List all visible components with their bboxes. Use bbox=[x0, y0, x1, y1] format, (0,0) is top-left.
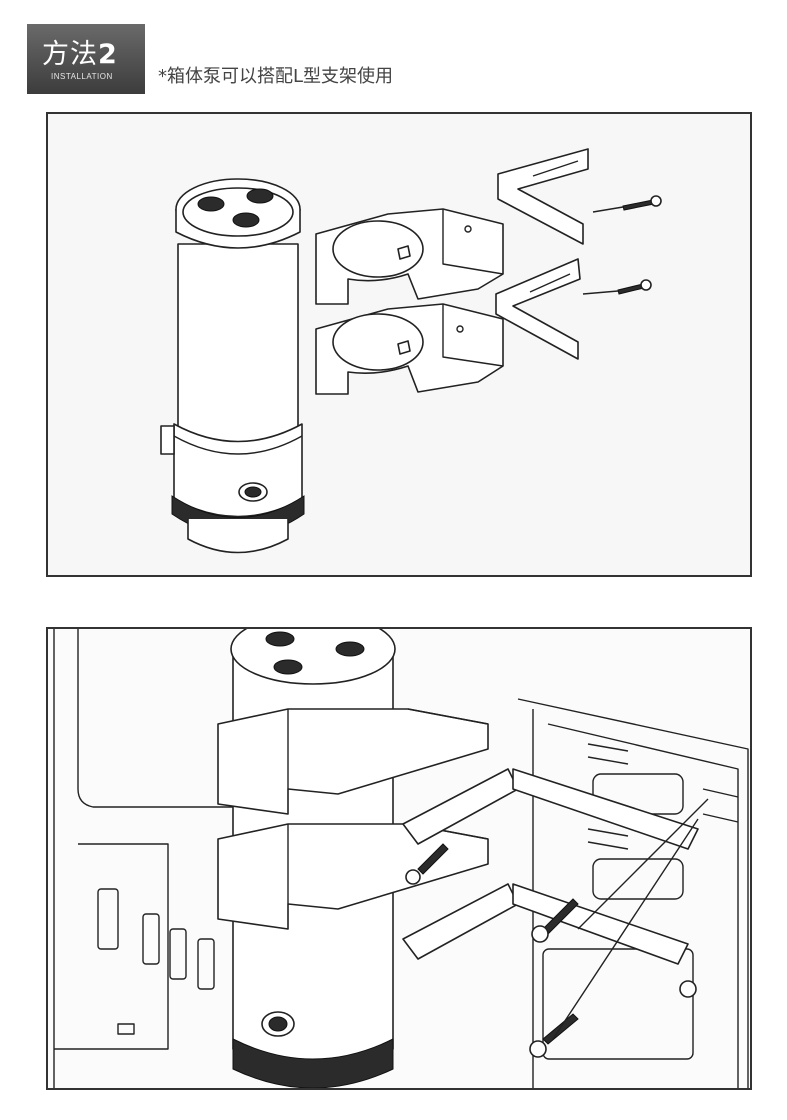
installed-diagram-panel bbox=[46, 627, 752, 1090]
installed-screws-illustration bbox=[405, 798, 709, 1058]
section-caption: *箱体泵可以搭配L型支架使用 bbox=[158, 66, 394, 87]
pump-reservoir-illustration bbox=[160, 178, 305, 554]
l-bracket-illustration bbox=[495, 148, 589, 360]
section-badge: 方法2 INSTALLATION bbox=[27, 24, 145, 94]
section-title: 方法2 bbox=[42, 32, 118, 71]
exploded-diagram bbox=[160, 148, 662, 554]
upper-clamp-illustration bbox=[315, 208, 504, 305]
installed-clamps-illustration bbox=[217, 708, 489, 930]
exploded-diagram-panel bbox=[46, 112, 752, 577]
section-subtitle: INSTALLATION bbox=[51, 72, 113, 81]
section-number: 2 bbox=[98, 39, 118, 70]
screw-illustration bbox=[582, 195, 662, 295]
section-title-text: 方法 bbox=[42, 39, 98, 70]
lower-clamp-illustration bbox=[315, 303, 504, 395]
installed-diagram bbox=[53, 629, 749, 1088]
installed-brackets-illustration bbox=[402, 768, 699, 998]
